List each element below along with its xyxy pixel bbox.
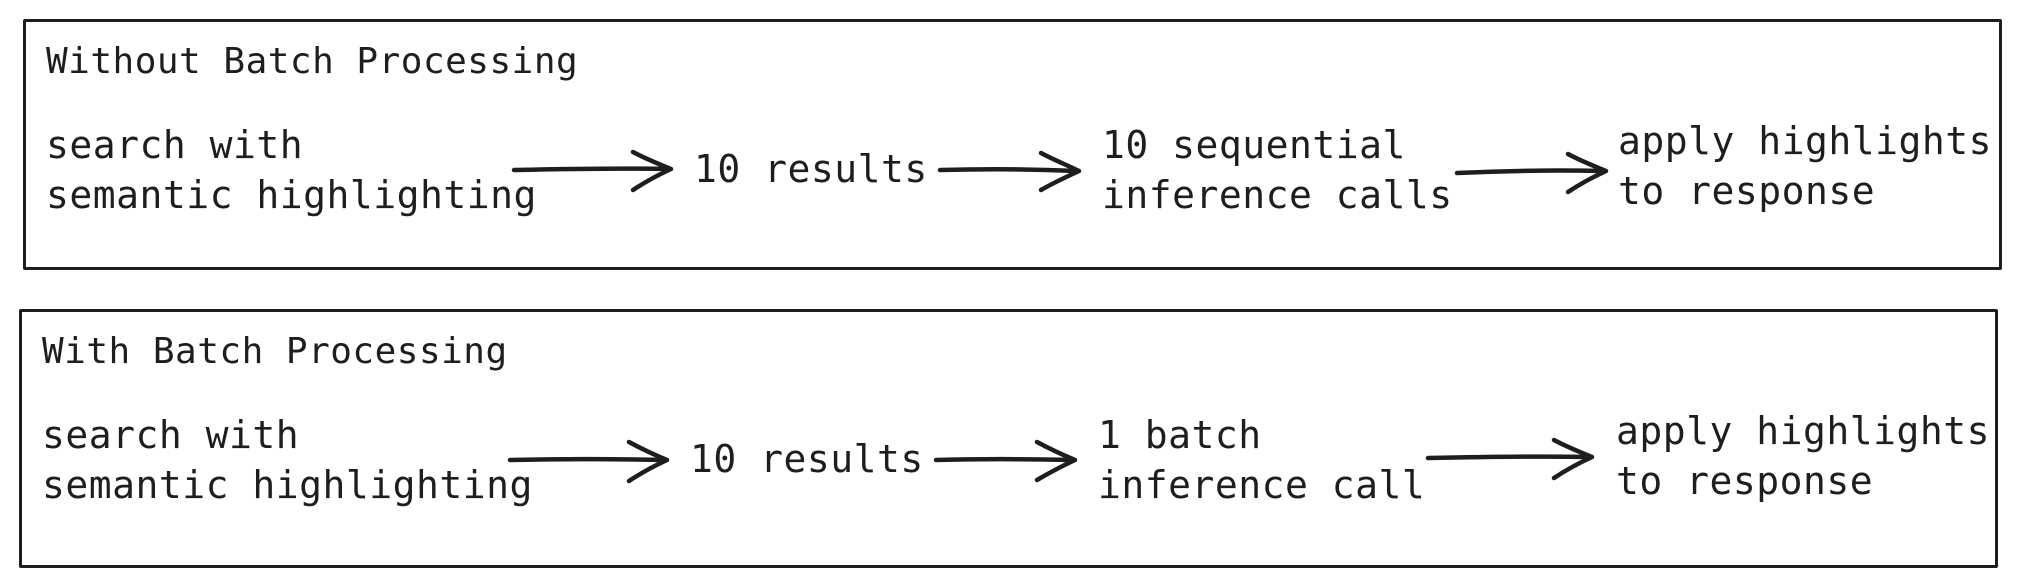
arrow-right-icon bbox=[1454, 151, 1609, 195]
arrow-right-icon bbox=[933, 439, 1078, 483]
step-line: inference calls bbox=[1102, 173, 1453, 217]
step-line: to response bbox=[1616, 459, 1874, 503]
panel-title: With Batch Processing bbox=[42, 331, 508, 372]
step-apply: apply highlights to response bbox=[1616, 406, 1990, 506]
step-line: to response bbox=[1618, 169, 1876, 213]
step-line: search with bbox=[46, 123, 304, 167]
step-line: apply highlights bbox=[1618, 119, 1993, 163]
step-line: inference call bbox=[1098, 463, 1426, 507]
step-results: 10 results bbox=[690, 434, 924, 484]
step-line: semantic highlighting bbox=[46, 173, 537, 217]
step-line: search with bbox=[42, 413, 300, 457]
arrow-right-icon bbox=[937, 150, 1082, 193]
step-apply: apply highlights to response bbox=[1618, 116, 1992, 216]
arrow-right-icon bbox=[511, 149, 674, 193]
panel-title: Without Batch Processing bbox=[46, 41, 579, 82]
step-search: search with semantic highlighting bbox=[42, 410, 533, 510]
step-search: search with semantic highlighting bbox=[46, 120, 537, 220]
step-results: 10 results bbox=[694, 144, 928, 194]
panel-with-batch: With Batch Processing search with semant… bbox=[19, 309, 1998, 568]
step-line: semantic highlighting bbox=[42, 463, 533, 507]
step-line: 1 batch bbox=[1098, 413, 1262, 457]
step-line: apply highlights bbox=[1616, 409, 1991, 453]
step-inference: 10 sequential inference calls bbox=[1102, 120, 1453, 220]
panel-without-batch: Without Batch Processing search with sem… bbox=[23, 19, 2002, 270]
arrow-right-icon bbox=[507, 439, 670, 484]
step-line: 10 sequential bbox=[1102, 123, 1406, 167]
step-inference: 1 batch inference call bbox=[1098, 410, 1425, 510]
step-line: 10 results bbox=[690, 437, 924, 481]
step-line: 10 results bbox=[694, 147, 928, 191]
arrow-right-icon bbox=[1425, 437, 1595, 481]
